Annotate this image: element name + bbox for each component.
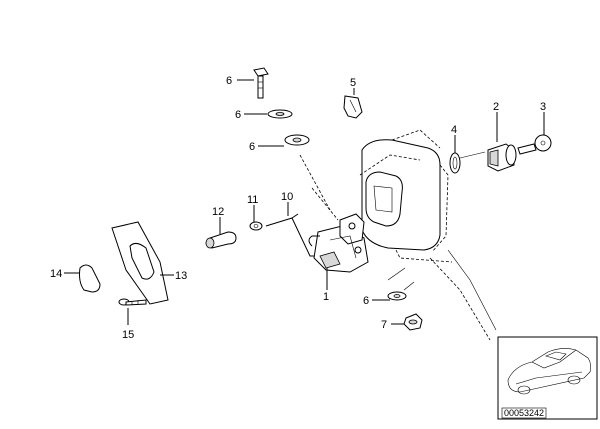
part-6-bolt [237,67,269,99]
part-1-lock-mechanism [308,213,369,290]
part-7-nut [391,313,423,331]
body-panel-lines [299,154,497,341]
callout-label: 6 [363,295,369,307]
callout-labels: 1 2 3 4 5 6 6 6 6 7 10 11 12 13 14 15 [50,75,546,341]
callout-label: 6 [235,109,241,121]
callout-label: 10 [281,191,293,203]
part-14-cap [64,264,101,293]
part-10-rod [265,202,320,257]
part-6-washer-a [244,109,293,119]
callout-label: 14 [50,268,62,280]
filler-housing [359,129,453,263]
part-13-gasket [111,221,174,305]
part-3-key [517,112,552,155]
part-11-ring [249,205,263,231]
callout-label: 3 [540,101,546,113]
callout-label: 11 [247,194,258,206]
part-2-lock-cylinder [487,112,517,172]
callout-label: 13 [175,270,187,282]
callout-label: 6 [249,141,255,153]
part-4-ring [449,135,486,174]
callout-label: 12 [212,206,224,218]
callout-label: 4 [451,124,457,136]
callout-label: 1 [323,291,329,303]
part-6-washer-b [258,134,310,147]
callout-label: 7 [381,319,387,331]
callout-label: 5 [350,77,356,89]
part-5-bracket [343,88,363,119]
part-15-screw [118,298,147,325]
part-6-lower-grommet [372,281,415,301]
callout-label: 6 [226,75,232,87]
callout-label: 15 [122,329,134,341]
reference-code: 00053242 [504,408,544,418]
part-12-buffer [205,217,237,249]
vehicle-thumbnail: 00053242 [497,336,598,420]
callout-label: 2 [493,101,499,113]
